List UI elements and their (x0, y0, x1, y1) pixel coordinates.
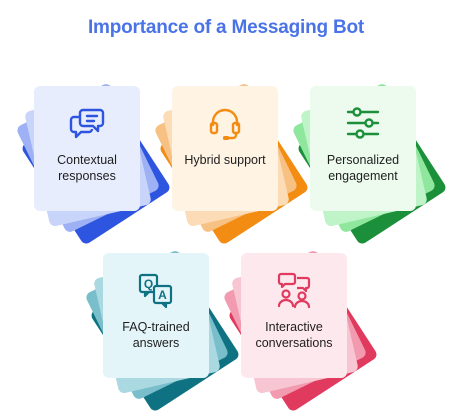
feature-card-label: Contextual responses (57, 153, 117, 183)
svg-text:A: A (158, 288, 167, 302)
feature-card: Contextual responses (34, 86, 140, 211)
people-chat-icon (275, 271, 313, 309)
feature-card-stack: Contextual responses (15, 79, 172, 246)
headset-icon (206, 104, 244, 142)
feature-card-stack: Hybrid support (153, 79, 310, 246)
page-title: Importance of a Messaging Bot (87, 17, 365, 38)
svg-text:Q: Q (144, 277, 153, 291)
feature-card-stack: Q A FAQ-trained answers (84, 246, 241, 413)
feature-card: Hybrid support (172, 86, 278, 211)
feature-card-label: Hybrid support (184, 153, 266, 167)
sliders-icon (344, 104, 382, 142)
feature-card-label: Personalized engagement (326, 153, 400, 183)
feature-card-stack: Interactive conversations (222, 246, 379, 413)
chat-bubbles-icon (68, 104, 106, 142)
qa-icon: Q A (137, 271, 175, 309)
feature-card-stack: Personalized engagement (291, 79, 448, 246)
feature-card: Interactive conversations (241, 253, 347, 378)
feature-card: Personalized engagement (310, 86, 416, 211)
feature-card: Q A FAQ-trained answers (103, 253, 209, 378)
feature-card-label: Interactive conversations (255, 320, 333, 350)
feature-card-label: FAQ-trained answers (122, 320, 190, 350)
